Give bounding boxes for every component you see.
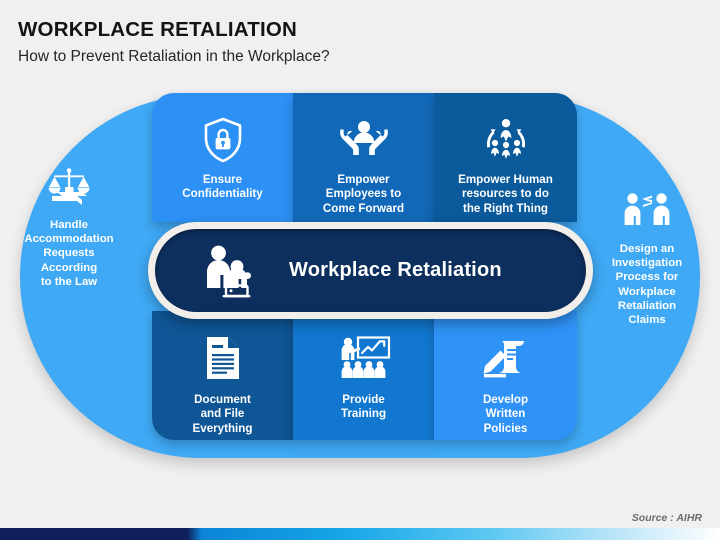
panel-ensure-confidentiality[interactable]: Ensure Confidentiality xyxy=(152,93,293,222)
page-subtitle: How to Prevent Retaliation in the Workpl… xyxy=(18,48,330,65)
panel-empower-employees[interactable]: Empower Employees to Come Forward xyxy=(293,93,434,222)
panel-empower-hr[interactable]: Empower Human resources to do the Right … xyxy=(434,93,577,222)
side-item-label: According xyxy=(40,261,98,274)
page-title: WORKPLACE RETALIATION xyxy=(18,18,298,41)
side-item-label: Design an xyxy=(619,243,675,255)
panel-label: Develop Written Policies xyxy=(482,393,529,435)
side-item-label: Investigation xyxy=(611,257,683,270)
side-item-label: Claims xyxy=(628,314,666,327)
panel-develop-written-policies[interactable]: Develop Written Policies xyxy=(434,311,577,440)
center-pill-label: Workplace Retaliation xyxy=(289,259,502,281)
shield-lock-icon xyxy=(202,114,244,166)
side-item-label: Accommodation xyxy=(24,233,114,246)
panel-label: Provide Training xyxy=(340,393,387,421)
side-item-label: to the Law xyxy=(40,275,98,288)
panel-label: Ensure Confidentiality xyxy=(182,173,263,201)
panel-grid: Ensure Confidentiality Empower Employees… xyxy=(152,93,577,440)
source-credit: Source : AIHR xyxy=(631,512,702,524)
side-item-label: Workplace xyxy=(618,285,676,298)
side-item-handle-accommodation[interactable]: Handle Accommodation Requests According … xyxy=(8,168,130,289)
side-item-label: Process for xyxy=(615,271,679,284)
center-pill[interactable]: Workplace Retaliation xyxy=(155,229,586,312)
panel-label: Document and File Everything xyxy=(192,393,253,435)
hands-holding-person-icon xyxy=(339,114,389,166)
two-people-conflict-icon xyxy=(586,192,708,234)
scroll-pen-icon xyxy=(482,332,530,384)
side-item-label: Handle xyxy=(50,219,88,231)
people-laptop-icon xyxy=(203,244,263,298)
bottom-gradient-bar xyxy=(0,528,720,540)
scales-of-justice-book-icon xyxy=(8,168,130,210)
side-item-label: Requests xyxy=(43,247,95,260)
diagram-stage: Handle Accommodation Requests According … xyxy=(8,93,708,458)
presenter-whiteboard-audience-icon xyxy=(338,332,390,384)
side-item-design-investigation[interactable]: Design an Investigation Process for Work… xyxy=(586,192,708,327)
side-item-label: Retaliation xyxy=(617,299,677,312)
circular-arrows-people-icon xyxy=(481,114,531,166)
panel-provide-training[interactable]: Provide Training xyxy=(293,311,434,440)
panel-document-and-file[interactable]: Document and File Everything xyxy=(152,311,293,440)
panel-label: Empower Employees to Come Forward xyxy=(322,173,405,215)
document-page-icon xyxy=(204,332,242,384)
panel-label: Empower Human resources to do the Right … xyxy=(458,173,553,215)
